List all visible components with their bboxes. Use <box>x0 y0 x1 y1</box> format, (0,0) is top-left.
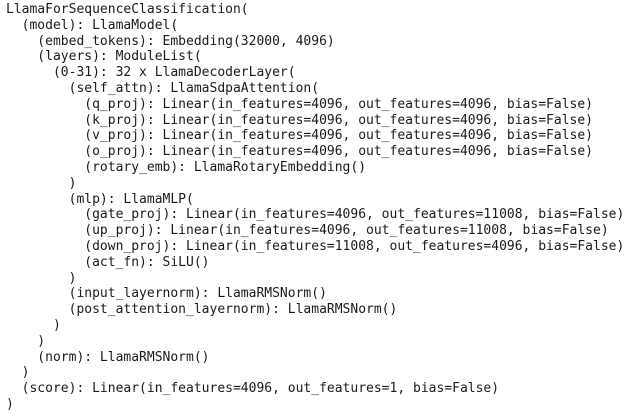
output-line: (q_proj): Linear(in_features=4096, out_f… <box>6 96 593 112</box>
output-line: (k_proj): Linear(in_features=4096, out_f… <box>6 112 593 128</box>
output-line: (rotary_emb): LlamaRotaryEmbedding() <box>6 159 367 175</box>
output-line: (layers): ModuleList( <box>6 49 202 65</box>
output-line: (o_proj): Linear(in_features=4096, out_f… <box>6 144 593 160</box>
output-line: ) <box>6 317 61 333</box>
output-line: (self_attn): LlamaSdpaAttention( <box>6 80 320 96</box>
output-line: (act_fn): SiLU() <box>6 254 210 270</box>
output-line: LlamaForSequenceClassification( <box>6 2 249 17</box>
output-line: (gate_proj): Linear(in_features=4096, ou… <box>6 207 625 223</box>
output-line: ) <box>6 333 46 349</box>
output-line: (model): LlamaModel( <box>6 17 179 33</box>
output-line: ) <box>6 270 77 286</box>
output-line: (score): Linear(in_features=4096, out_fe… <box>6 381 500 397</box>
output-line: (up_proj): Linear(in_features=4096, out_… <box>6 223 609 239</box>
output-line: (norm): LlamaRMSNorm() <box>6 349 210 365</box>
output-line: (post_attention_layernorm): LlamaRMSNorm… <box>6 302 398 318</box>
output-line: (input_layernorm): LlamaRMSNorm() <box>6 286 327 302</box>
output-line: (0-31): 32 x LlamaDecoderLayer( <box>6 65 296 81</box>
output-line: (v_proj): Linear(in_features=4096, out_f… <box>6 128 593 144</box>
output-line: ) <box>6 175 77 191</box>
output-line: ) <box>6 396 14 412</box>
output-line: (down_proj): Linear(in_features=11008, o… <box>6 238 625 254</box>
output-line: (embed_tokens): Embedding(32000, 4096) <box>6 33 335 49</box>
output-line: ) <box>6 365 30 381</box>
output-line: (mlp): LlamaMLP( <box>6 191 194 207</box>
